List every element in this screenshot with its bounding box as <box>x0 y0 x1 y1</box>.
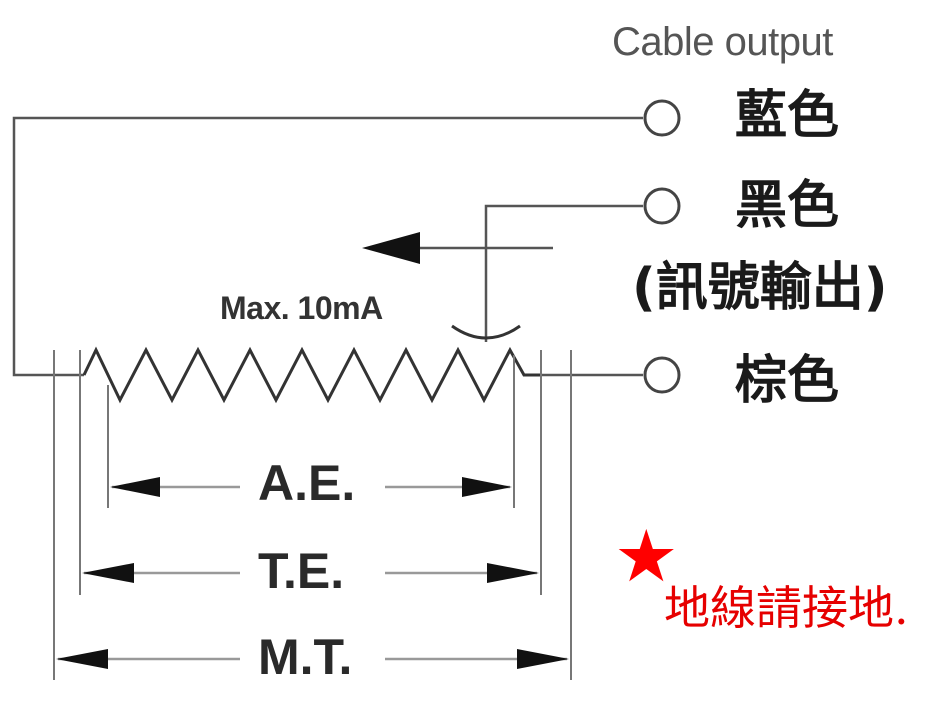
black-wire-label: 黑色 <box>735 176 840 236</box>
dimension-mt-line <box>56 649 569 669</box>
brown-wire-label: 棕色 <box>735 351 840 411</box>
dimension-mt-label: M.T. <box>252 632 359 682</box>
ground-note: 地線請接地. <box>664 581 909 635</box>
terminal-brown <box>643 356 681 394</box>
dimension-te-label: T.E. <box>252 546 351 596</box>
star-icon: ★ <box>614 514 679 598</box>
resistor-element <box>82 346 541 404</box>
blue-wire <box>12 116 643 377</box>
signal-output-label: (訊號輸出) <box>632 258 888 318</box>
wiper-contact <box>451 324 521 340</box>
blue-wire-label: 藍色 <box>735 86 840 146</box>
dimension-ae-label: A.E. <box>252 458 362 508</box>
dimension-te-line <box>82 563 539 583</box>
max-current-label: Max. 10mA <box>220 290 383 326</box>
black-wire <box>484 204 643 342</box>
current-arrow-head <box>362 232 420 264</box>
terminal-blue <box>643 99 681 137</box>
cable-output-heading: Cable output <box>612 20 833 64</box>
dimension-ae-line <box>110 477 512 497</box>
terminal-black <box>643 187 681 225</box>
